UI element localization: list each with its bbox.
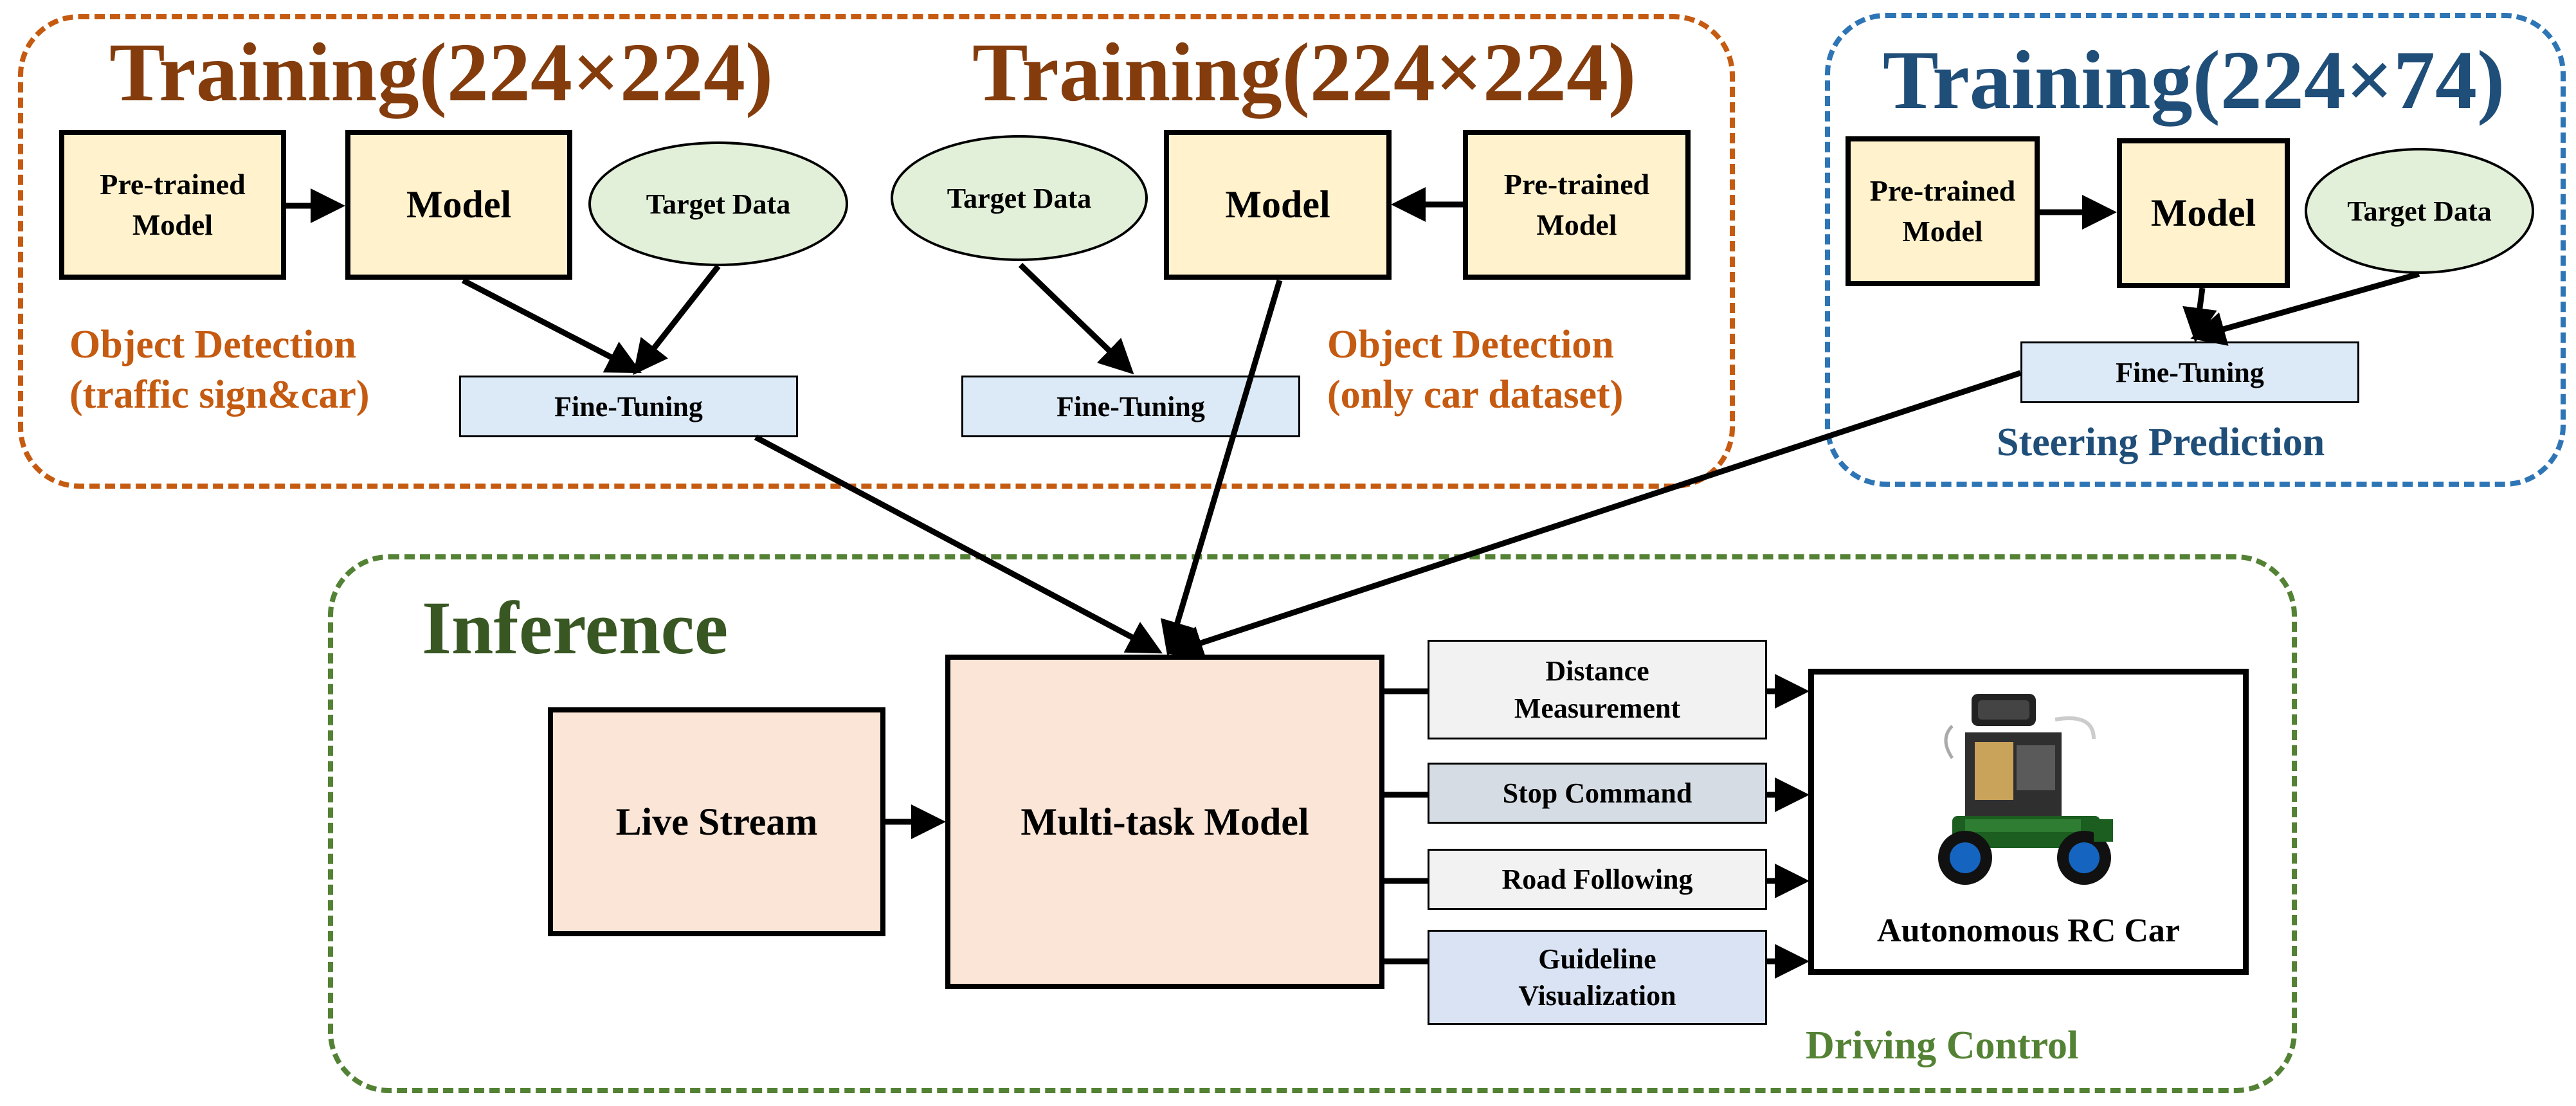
object-detection-label-2: Object Detection (only car dataset) <box>1327 320 1623 420</box>
line-model1-to-finetune1 <box>461 278 642 374</box>
training-object-detection-group <box>18 14 1735 489</box>
distance-line-1: Distance <box>1545 655 1649 687</box>
line-finetune3-to-multitask <box>1168 370 2022 660</box>
target-data-ellipse-1: Target Data <box>588 141 848 266</box>
rc-car-label: Autonomous RC Car <box>1877 912 2180 949</box>
steering-prediction-label: Steering Prediction <box>1997 421 2325 464</box>
stop-command-box: Stop Command <box>1428 763 1767 824</box>
guideline-line-1: Guideline <box>1538 943 1656 975</box>
training-title-3: Training(224×74) <box>1883 34 2505 127</box>
object-detection-label-1: Object Detection (traffic sign&car) <box>69 320 370 420</box>
pretrained-line-1: Pre-trained <box>100 168 246 201</box>
pretrained-line-1: Pre-trained <box>1503 168 1650 201</box>
pretrained-line-2: Model <box>132 208 213 241</box>
fine-tuning-box-3: Fine-Tuning <box>2020 341 2359 403</box>
pretrained-line-2: Model <box>1902 214 1983 248</box>
autonomous-rc-car-box: Autonomous RC Car <box>1808 669 2249 975</box>
live-stream-box: Live Stream <box>548 707 885 936</box>
guideline-visualization-box: Guideline Visualization <box>1428 930 1767 1025</box>
rc-car-image <box>1938 694 2113 885</box>
target-data-ellipse-3: Target Data <box>2305 148 2534 274</box>
target-data-ellipse-2: Target Data <box>891 135 1148 261</box>
line-model2-to-multitask <box>1161 279 1283 657</box>
distance-line-2: Measurement <box>1514 692 1681 724</box>
model-box-3: Model <box>2117 138 2290 288</box>
pretrained-line-2: Model <box>1536 208 1617 241</box>
fine-tuning-box-1: Fine-Tuning <box>459 376 798 437</box>
od-label-1-line-1: Object Detection <box>69 323 356 367</box>
line-target3-to-finetune3 <box>2190 271 2420 346</box>
training-title-2: Training(224×224) <box>972 26 1637 119</box>
guideline-line-2: Visualization <box>1518 980 1676 1011</box>
inference-title: Inference <box>422 586 729 670</box>
od-label-2-line-1: Object Detection <box>1327 323 1614 367</box>
line-finetune1-to-multitask <box>754 435 1163 654</box>
training-steering-group <box>1825 13 2566 487</box>
line-target1-to-finetune1 <box>633 264 721 376</box>
multitask-model-box: Multi-task Model <box>945 655 1384 989</box>
driving-control-label: Driving Control <box>1806 1024 2079 1067</box>
pretrained-line-1: Pre-trained <box>1869 174 2016 208</box>
road-following-box: Road Following <box>1428 849 1767 910</box>
od-label-1-line-2: (traffic sign&car) <box>69 372 370 417</box>
distance-measurement-box: Distance Measurement <box>1428 640 1767 739</box>
line-target2-to-finetune2 <box>1018 262 1134 375</box>
pretrained-model-box-3: Pre-trained Model <box>1846 136 2040 286</box>
model-box-1: Model <box>345 130 572 280</box>
pretrained-model-box-2: Pre-trained Model <box>1463 130 1691 280</box>
fine-tuning-box-2: Fine-Tuning <box>961 376 1300 437</box>
model-box-2: Model <box>1164 130 1392 280</box>
pretrained-model-box-1: Pre-trained Model <box>59 130 286 280</box>
training-title-1: Training(224×224) <box>109 26 774 119</box>
inference-group <box>328 554 2297 1093</box>
line-model3-to-finetune3 <box>2182 287 2217 343</box>
od-label-2-line-2: (only car dataset) <box>1327 372 1624 417</box>
